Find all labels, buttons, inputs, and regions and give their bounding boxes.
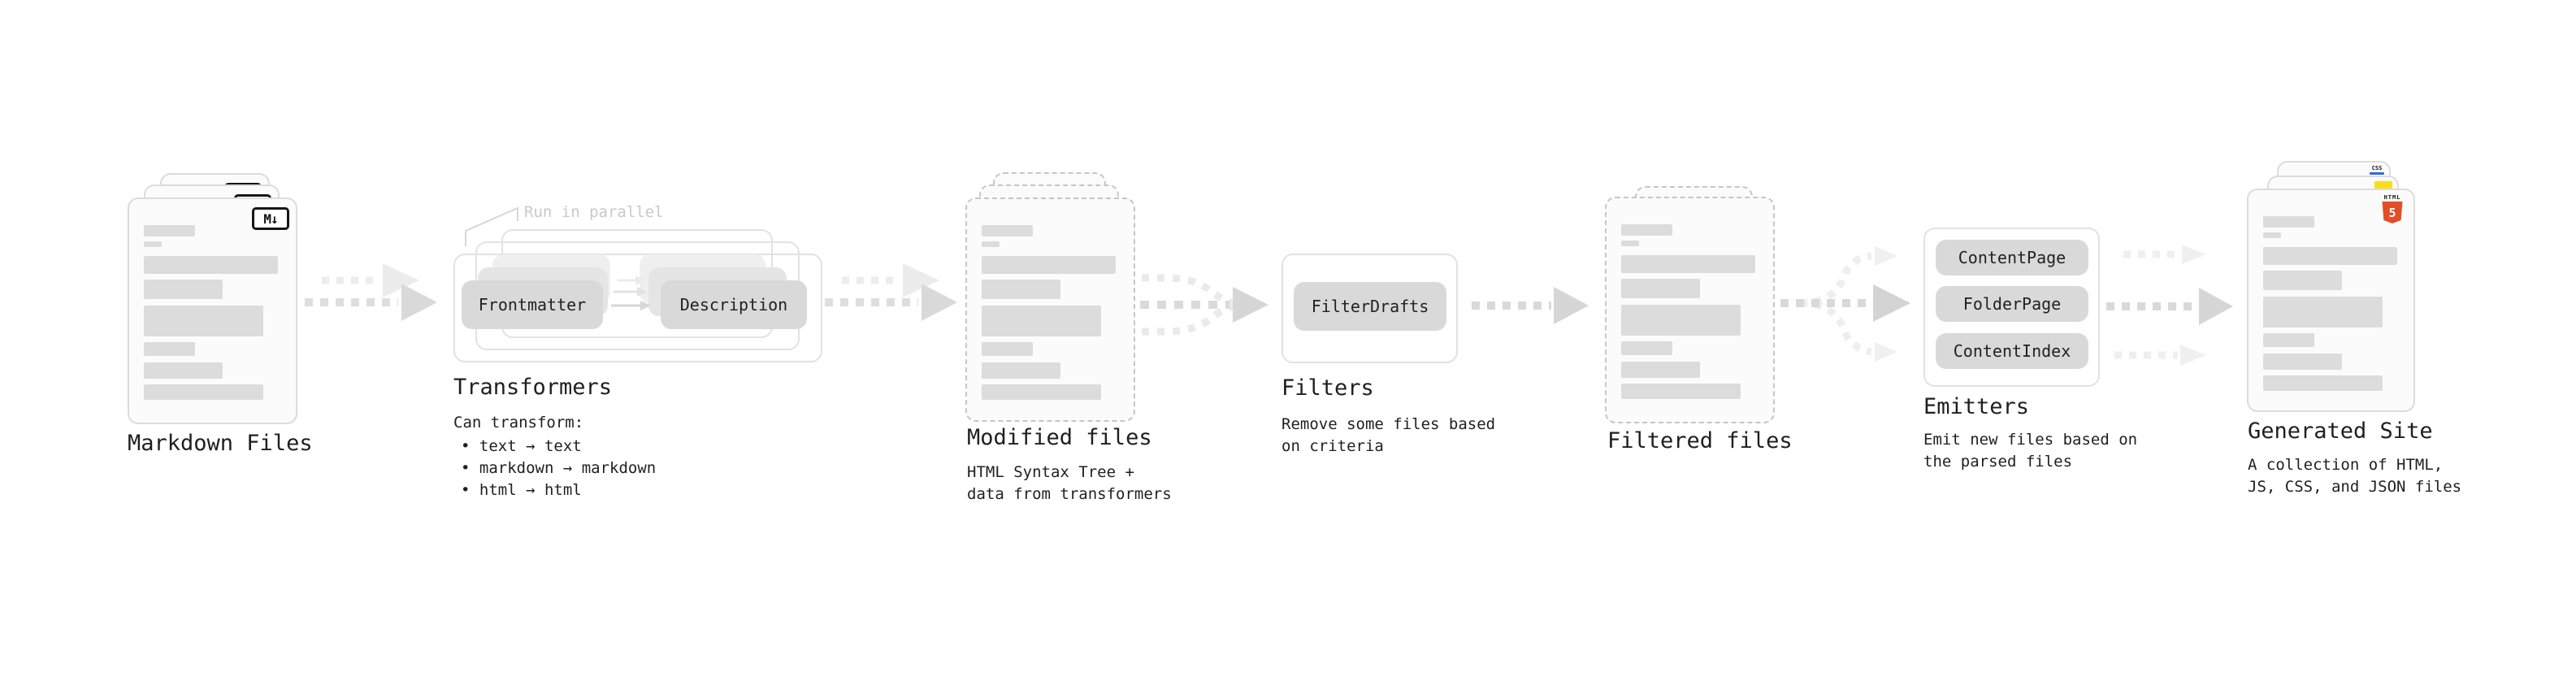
skeleton-line [2263,271,2342,290]
section-subtitle: the parsed files [1923,453,2073,471]
skeleton-line [1621,224,1672,236]
filterdrafts-node: FilterDrafts [1294,282,1446,331]
transformer-layer-box-front [453,254,822,362]
skeleton-line [2263,247,2397,265]
section-title: Modified files [967,425,1152,450]
emitters-label: Emitters Emit new files based on the par… [1923,395,2137,473]
css-icon: CSS [2370,166,2384,175]
section-subtitle: on criteria [1281,437,1384,455]
skeleton-line [2263,216,2314,228]
run-in-parallel-note: Run in parallel [524,203,664,221]
markdown-files-label: Markdown Files [128,432,313,456]
section-subtitle: A collection of HTML, [2248,456,2444,474]
arrow-transformers-to-modified-icon [825,263,957,321]
contentpage-node: ContentPage [1936,240,2088,275]
skeleton-line [144,342,195,356]
emitters-box: ContentPage FolderPage ContentIndex [1923,228,2100,387]
skeleton-line [1621,255,1755,273]
skeleton-line [1621,362,1700,378]
skeleton-line [982,225,1033,236]
section-title: Filters [1281,375,1374,401]
arrow-filters-to-filtered-icon [1472,287,1589,324]
filters-label: Filters Remove some files based on crite… [1281,376,1495,458]
modified-files-label: Modified files HTML Syntax Tree + data f… [967,426,1172,505]
section-subtitle: Emit new files based on [1923,431,2138,449]
folderpage-node: FolderPage [1936,286,2088,322]
transform-heading: Can transform: [453,414,584,432]
section-title: Filtered files [1607,428,1793,453]
skeleton-line [982,306,1101,336]
bullet-item: • html → html [461,481,582,499]
transformers-label: Transformers Can transform: • text → tex… [453,375,656,501]
arrow-modified-to-filters-icon [1140,274,1268,336]
skeleton-line [982,384,1101,400]
bullet-item: • markdown → markdown [461,459,657,477]
skeleton-line [1621,279,1700,298]
skeleton-line [144,280,223,299]
filtered-file-card-front [1605,197,1775,423]
description-node: Description [661,280,807,329]
markdown-file-card-front: M↓ [128,197,297,424]
html5-icon: HTML 5 [2381,194,2404,223]
file-skeleton-lines [967,225,1134,400]
section-title: Generated Site [2248,419,2433,444]
arrow-emitters-to-generated-icon [2106,245,2233,366]
section-subtitle: Remove some files based [1281,415,1496,433]
skeleton-line [1621,305,1741,336]
skeleton-line [144,256,278,274]
parallel-step-arrows-icon [611,275,651,310]
skeleton-line [144,241,162,247]
section-title: Transformers [453,375,613,400]
arrow-markdown-to-transformers-icon [305,263,437,321]
skeleton-line [1621,241,1639,246]
skeleton-line [2263,375,2383,391]
skeleton-line [982,241,1000,247]
skeleton-line [144,225,195,236]
filtered-files-label: Filtered files [1607,429,1793,453]
markdown-icon: M↓ [252,207,289,230]
section-subtitle: data from transformers [967,485,1172,503]
skeleton-line [982,362,1060,379]
section-title: Markdown Files [128,431,313,456]
javascript-icon [2374,181,2392,189]
note-leader-line [465,206,518,246]
section-title: Emitters [1923,394,2030,419]
skeleton-line [2263,232,2281,238]
skeleton-line [144,362,223,379]
skeleton-line [1621,384,1741,399]
file-skeleton-lines [2249,216,2413,391]
section-subtitle: HTML Syntax Tree + [967,463,1134,481]
skeleton-line [1621,341,1672,355]
filters-box: FilterDrafts [1281,254,1458,363]
file-skeleton-lines [1607,224,1773,399]
skeleton-line [144,384,263,400]
bullet-item: • text → text [461,437,582,455]
modified-file-card-front [965,197,1135,422]
generated-file-card-html: HTML 5 [2247,189,2415,412]
skeleton-line [2263,354,2342,370]
skeleton-line [982,256,1116,274]
skeleton-line [982,342,1033,356]
skeleton-line [144,306,263,336]
section-subtitle: JS, CSS, and JSON files [2248,478,2462,496]
frontmatter-node: Frontmatter [462,280,603,329]
contentindex-node: ContentIndex [1936,333,2088,369]
skeleton-line [2263,297,2383,327]
skeleton-line [982,280,1060,299]
skeleton-line [2263,333,2314,347]
file-skeleton-lines [129,225,296,400]
generated-site-label: Generated Site A collection of HTML, JS,… [2248,419,2461,498]
arrow-filtered-to-emitters-icon [1780,246,1910,362]
